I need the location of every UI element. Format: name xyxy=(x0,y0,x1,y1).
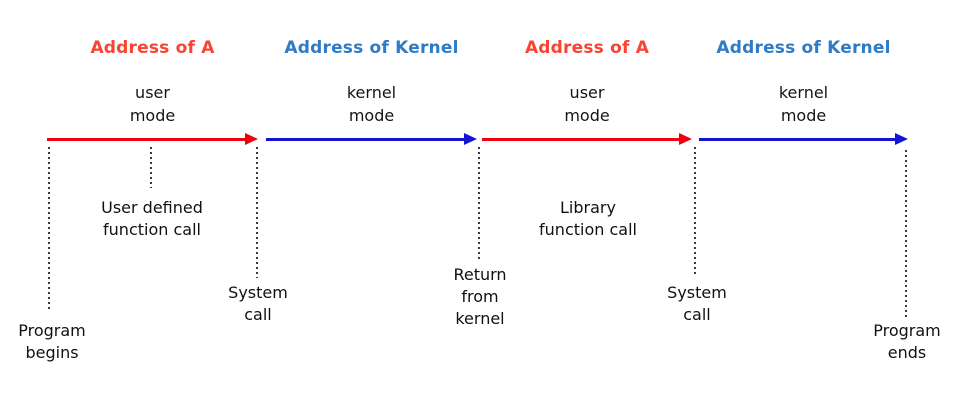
dotted-marker-line xyxy=(48,147,50,310)
segment-kernel-mode-2: Address of Kernel kernel mode xyxy=(699,0,908,411)
arrow-shaft xyxy=(482,138,681,141)
event-label-line: function call xyxy=(539,220,637,239)
event-label: Program begins xyxy=(18,320,86,364)
segment-title: Address of A xyxy=(90,38,215,58)
event-label-line: kernel xyxy=(455,309,505,328)
event-label-line: call xyxy=(683,305,711,324)
arrowhead-right-icon xyxy=(895,133,908,145)
mode-label-line: mode xyxy=(780,106,827,125)
event-label: Program ends xyxy=(873,320,941,364)
arrow-shaft xyxy=(47,138,247,141)
segment-kernel-mode-1: Address of Kernel kernel mode xyxy=(266,0,477,411)
arrowhead-right-icon xyxy=(679,133,692,145)
event-label-line: Program xyxy=(18,321,86,340)
event-label-line: begins xyxy=(25,343,79,362)
arrowhead-right-icon xyxy=(464,133,477,145)
arrow-shaft xyxy=(699,138,897,141)
event-label: System call xyxy=(228,282,288,326)
event-label-line: Return xyxy=(453,265,507,284)
event-label-line: from xyxy=(461,287,499,306)
event-label-line: System xyxy=(228,283,288,302)
event-label-line: ends xyxy=(887,343,927,362)
dotted-marker-line xyxy=(694,147,696,275)
arrow-shaft xyxy=(266,138,466,141)
arrowhead-right-icon xyxy=(245,133,258,145)
segment-title: Address of Kernel xyxy=(716,38,891,58)
event-label-line: User defined xyxy=(101,198,203,217)
segment-title: Address of A xyxy=(524,38,650,58)
mode-label: user mode xyxy=(482,81,692,127)
dotted-marker-line xyxy=(478,147,480,262)
segment-title: Address of Kernel xyxy=(284,38,459,58)
mode-label-line: kernel xyxy=(778,83,829,102)
mode-label: user mode xyxy=(47,81,258,127)
event-label-line: Library xyxy=(560,198,616,217)
event-label-line: Program xyxy=(873,321,941,340)
dotted-marker-line xyxy=(256,147,258,278)
mode-label-line: mode xyxy=(348,106,395,125)
mode-label-line: mode xyxy=(129,106,176,125)
mode-label-line: kernel xyxy=(346,83,397,102)
dotted-marker-line xyxy=(905,150,907,317)
event-label: User defined function call xyxy=(101,197,203,241)
event-label: Return from kernel xyxy=(453,264,506,330)
mode-label: kernel mode xyxy=(266,81,477,127)
segment-user-mode-2: Address of A user mode xyxy=(482,0,692,411)
event-label: System call xyxy=(667,282,727,326)
dotted-marker-line xyxy=(150,147,152,188)
mode-label-line: user xyxy=(135,83,170,102)
mode-label-line: user xyxy=(569,83,605,102)
mode-label: kernel mode xyxy=(699,81,908,127)
event-label-line: call xyxy=(244,305,272,324)
event-label-line: System xyxy=(667,283,727,302)
event-label: Library function call xyxy=(539,197,637,241)
event-label-line: function call xyxy=(103,220,201,239)
mode-label-line: mode xyxy=(564,106,610,125)
segment-user-mode-1: Address of A user mode xyxy=(47,0,258,411)
